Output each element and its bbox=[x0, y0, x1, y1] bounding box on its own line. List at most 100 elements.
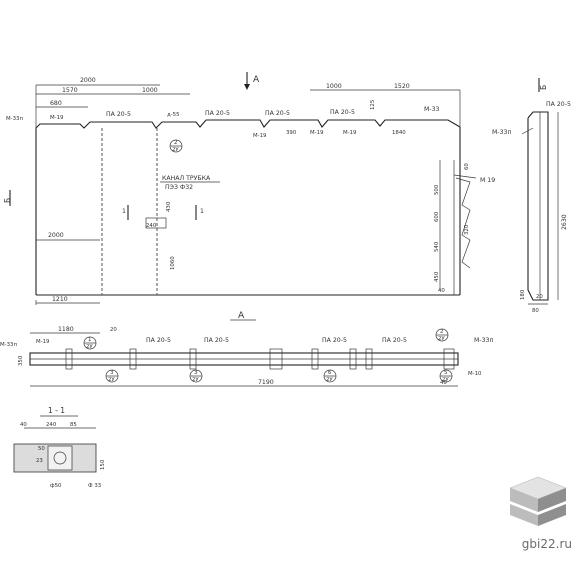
label-m33-right: М-33 bbox=[424, 106, 440, 113]
plan-bubble-5-bottom: 2У bbox=[438, 336, 445, 342]
plan-dim-350: 350 bbox=[18, 355, 24, 366]
section-dim-150: 150 bbox=[100, 459, 106, 470]
side-outline bbox=[527, 111, 549, 301]
dim-40-front: 40 bbox=[438, 288, 445, 294]
plan-bubble-2: 3 2У bbox=[105, 369, 119, 383]
plan-label-pa-3: ПА 20-5 bbox=[322, 337, 347, 344]
label-m19-small: М-19 bbox=[343, 130, 357, 136]
plan-insert-5 bbox=[311, 348, 319, 370]
view-label-b-left: Б bbox=[3, 198, 12, 203]
section-channel bbox=[47, 445, 73, 471]
view-label-a-plan: А bbox=[238, 311, 245, 321]
side-label-pa: ПА 20-5 bbox=[546, 101, 571, 108]
section-dia-33: Ф 33 bbox=[88, 483, 101, 489]
dim-500: 500 bbox=[434, 184, 440, 195]
section-label-left: 1 bbox=[122, 208, 126, 215]
dim-1000-left: 1000 bbox=[142, 87, 158, 94]
plan-bubble-2-bottom: 2У bbox=[108, 377, 115, 383]
dim-60: 60 bbox=[464, 163, 470, 170]
label-m33-left: М-33п bbox=[6, 116, 23, 122]
plan-label-pa-4: ПА 20-5 bbox=[382, 337, 407, 344]
section-dim-50: 50 bbox=[38, 446, 45, 452]
dim-240-front: 240 bbox=[146, 223, 157, 229]
label-d55: д-55 bbox=[167, 112, 180, 118]
label-canal-line2: ПЭЗ Ф32 bbox=[165, 184, 193, 191]
section-dim-40: 40 bbox=[20, 422, 27, 428]
watermark-text[interactable]: gbi22.ru bbox=[521, 537, 572, 551]
right-bracing bbox=[455, 177, 471, 269]
watermark-logo bbox=[509, 476, 567, 526]
label-pa-4: ПА 20-5 bbox=[330, 109, 355, 116]
dim-540: 540 bbox=[434, 241, 440, 252]
side-m33-leader bbox=[521, 127, 534, 135]
side-view: Б ПА 20-5 М-33п 2630 20 80 180 bbox=[492, 78, 571, 314]
plan-bubble-1-top: 1 bbox=[88, 337, 91, 343]
plan-bubble-6-top: 5 bbox=[444, 370, 447, 376]
side-dim-20: 20 bbox=[536, 294, 543, 300]
plan-bubble-1: 1 2У bbox=[83, 336, 97, 350]
plan-bubble-4: 6 2У bbox=[323, 369, 337, 383]
plan-label-m33-right: М-33п bbox=[474, 337, 494, 344]
plan-label-pa-1: ПА 20-5 bbox=[146, 337, 171, 344]
panel-top-edge bbox=[35, 119, 461, 129]
logo-right-face-2 bbox=[538, 504, 566, 526]
section-pipe bbox=[53, 451, 67, 465]
dim-1570: 1570 bbox=[62, 87, 78, 94]
dim-2000-top: 2000 bbox=[80, 77, 96, 84]
label-pa-3: ПА 20-5 bbox=[265, 110, 290, 117]
plan-bubble-6-bottom: 2У bbox=[442, 377, 449, 383]
plan-bubble-4-top: 6 bbox=[328, 370, 332, 376]
dim-450: 450 bbox=[434, 271, 440, 282]
plan-bubble-5-top: 2 bbox=[440, 329, 443, 335]
plan-bubble-2-top: 3 bbox=[110, 370, 113, 376]
plan-bubble-3: 3 2У bbox=[189, 369, 203, 383]
dim-1060: 1060 bbox=[170, 256, 176, 270]
label-m19-right: М 19 bbox=[480, 177, 495, 184]
dim-1210: 1210 bbox=[52, 296, 68, 303]
side-dim-2630: 2630 bbox=[561, 214, 568, 230]
plan-insert-1 bbox=[65, 348, 73, 370]
plan-label-pa-2: ПА 20-5 bbox=[204, 337, 229, 344]
dim-125: 125 bbox=[370, 100, 376, 110]
section-1-1: 1 - 1 40 240 85 50 23 150 ф50 Ф 33 bbox=[13, 406, 106, 489]
plan-bubble-3-bottom: 2У bbox=[192, 377, 199, 383]
plan-insert-3 bbox=[189, 348, 197, 370]
label-m19b: М-19 bbox=[253, 133, 267, 139]
logo-right-face-1 bbox=[538, 488, 566, 512]
label-m19c: М-19 bbox=[310, 130, 324, 136]
label-pa-1: ПА 20-5 bbox=[106, 111, 131, 118]
plan-bubble-6: 5 2У bbox=[439, 369, 453, 383]
plan-bubble-5: 2 2У bbox=[435, 328, 449, 342]
view-label-b-right: Б bbox=[539, 85, 548, 90]
label-pa-2: ПА 20-5 bbox=[205, 110, 230, 117]
front-view: 2000 1570 1000 680 1000 1520 А М-33п М-1… bbox=[3, 72, 495, 305]
view-arrow-a-head bbox=[244, 84, 250, 90]
section-title: 1 - 1 bbox=[48, 406, 65, 415]
plan-bubble-4-bottom: 2У bbox=[326, 377, 333, 383]
section-dim-240: 240 bbox=[46, 422, 57, 428]
logo-left-face-1 bbox=[510, 488, 538, 512]
plan-view: А 1180 20 350 М-33п М-19 ПА 20-5 ПА 20-5… bbox=[0, 311, 494, 387]
plan-dim-7190: 7190 bbox=[258, 379, 274, 386]
dim-430: 430 bbox=[166, 201, 172, 212]
view-label-a-top: А bbox=[253, 75, 260, 85]
plan-insert-2 bbox=[129, 348, 137, 370]
bubble-front-top: 2 bbox=[174, 140, 177, 146]
canal-detail-box bbox=[145, 217, 167, 229]
section-dim-23: 23 bbox=[36, 458, 43, 464]
bubble-front-bottom: 2У bbox=[172, 147, 179, 153]
plan-dim-1180: 1180 bbox=[58, 326, 74, 333]
plan-bubble-3-top: 3 bbox=[194, 370, 197, 376]
dim-390: 390 bbox=[286, 130, 297, 136]
dim-320: 320 bbox=[464, 224, 470, 235]
plan-dim-40: 40 bbox=[440, 380, 447, 386]
label-m19-top: М-19 bbox=[50, 115, 64, 121]
section-label-right: 1 bbox=[200, 208, 204, 215]
plan-label-m10: М-10 bbox=[468, 371, 482, 377]
plan-bubble-1-bottom: 2У bbox=[86, 344, 93, 350]
plan-label-m33-left: М-33п bbox=[0, 342, 17, 348]
dim-1000-right: 1000 bbox=[326, 83, 342, 90]
plan-insert-6 bbox=[349, 348, 357, 370]
plan-label-m19: М-19 bbox=[36, 339, 50, 345]
